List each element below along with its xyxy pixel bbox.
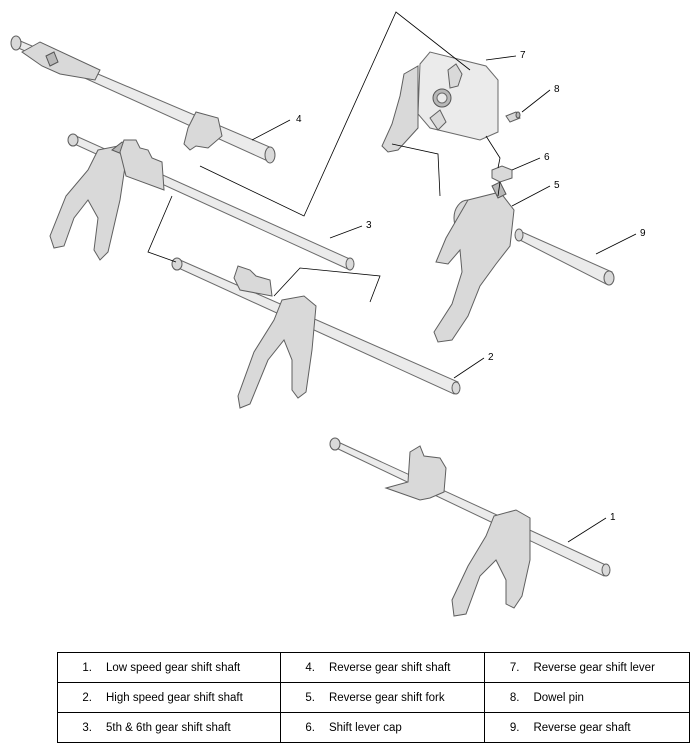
leader-2 — [453, 357, 485, 379]
legend-cell: 1. Low speed gear shift shaft — [57, 652, 281, 683]
callout-6: 6 — [544, 152, 550, 163]
leader-9 — [595, 233, 637, 255]
legend-cell: 5. Reverse gear shift fork — [279, 682, 486, 713]
bracket-lever-pin — [485, 135, 501, 169]
legend-cell: 4. Reverse gear shift shaft — [279, 652, 486, 683]
bracket-lever-to-cap — [391, 143, 441, 197]
legend-number: 1. — [82, 661, 92, 674]
leader-3 — [329, 225, 363, 239]
leader-4 — [251, 119, 291, 141]
high-speed-gear-shift-shaft-part — [171, 257, 461, 409]
leader-1 — [567, 517, 607, 543]
reverse-gear-shift-shaft-part — [10, 35, 276, 164]
legend-row: 2. High speed gear shift shaft 5. Reverse … — [57, 682, 690, 713]
legend-label: 5th & 6th gear shift shaft — [106, 721, 231, 734]
legend-label: High speed gear shift shaft — [106, 691, 243, 704]
parts-legend-table: 1. Low speed gear shift shaft 4. Reverse g… — [57, 652, 690, 743]
shift-lever-cap-part — [491, 165, 513, 183]
legend-number: 3. — [82, 721, 92, 734]
legend-label: Dowel pin — [533, 691, 584, 704]
legend-row: 1. Low speed gear shift shaft 4. Reverse g… — [57, 652, 690, 683]
bracket-shaft3-to-shaft2 — [147, 195, 177, 263]
reverse-gear-shift-lever-part — [381, 51, 499, 153]
legend-cell: 2. High speed gear shift shaft — [57, 682, 281, 713]
leader-6 — [511, 157, 541, 171]
legend-cell: 3. 5th & 6th gear shift shaft — [57, 712, 281, 743]
callout-1: 1 — [610, 512, 616, 523]
reverse-gear-shift-fork-part — [433, 181, 515, 343]
exploded-parts-diagram: 4 7 8 6 5 9 3 2 1 — [10, 11, 646, 617]
legend-number: 5. — [305, 691, 315, 704]
legend-number: 8. — [509, 691, 520, 704]
callout-2: 2 — [488, 352, 494, 363]
legend-number: 2. — [82, 691, 92, 704]
bracket-cap-to-fork — [497, 181, 501, 197]
callout-4: 4 — [296, 114, 302, 125]
reverse-gear-shaft-part — [514, 228, 615, 286]
legend-number: 7. — [509, 661, 520, 674]
fifth-sixth-gear-shift-shaft-part — [49, 133, 355, 271]
callout-9: 9 — [640, 228, 646, 239]
callout-3: 3 — [366, 220, 372, 231]
bracket-shaft3-to-lever — [199, 11, 471, 217]
legend-row: 3. 5th & 6th gear shift shaft 6. Shift lev… — [57, 712, 690, 743]
legend-cell: 9. Reverse gear shaft — [484, 712, 690, 743]
callout-7: 7 — [520, 50, 526, 61]
bracket-shaft2-to-shaft3 — [273, 267, 381, 303]
legend-cell: 6. Shift lever cap — [279, 712, 486, 743]
legend-label: Reverse gear shift shaft — [328, 661, 451, 674]
legend-label: Low speed gear shift shaft — [106, 661, 241, 674]
low-speed-gear-shift-shaft-part — [329, 437, 611, 617]
legend-label: Shift lever cap — [328, 721, 402, 734]
legend-number: 6. — [305, 721, 315, 734]
legend-number: 4. — [305, 661, 315, 674]
leader-7 — [485, 55, 517, 61]
dowel-pin-part — [505, 111, 521, 123]
callout-5: 5 — [554, 180, 560, 191]
legend-cell: 8. Dowel pin — [484, 682, 690, 713]
legend-number: 9. — [509, 721, 520, 734]
leader-8 — [521, 89, 551, 113]
leader-5 — [511, 185, 551, 207]
legend-label: Reverse gear shift fork — [328, 691, 445, 704]
callout-8: 8 — [554, 84, 560, 95]
legend-cell: 7. Reverse gear shift lever — [484, 652, 690, 683]
legend-label: Reverse gear shift lever — [533, 661, 655, 674]
legend-label: Reverse gear shaft — [533, 721, 631, 734]
